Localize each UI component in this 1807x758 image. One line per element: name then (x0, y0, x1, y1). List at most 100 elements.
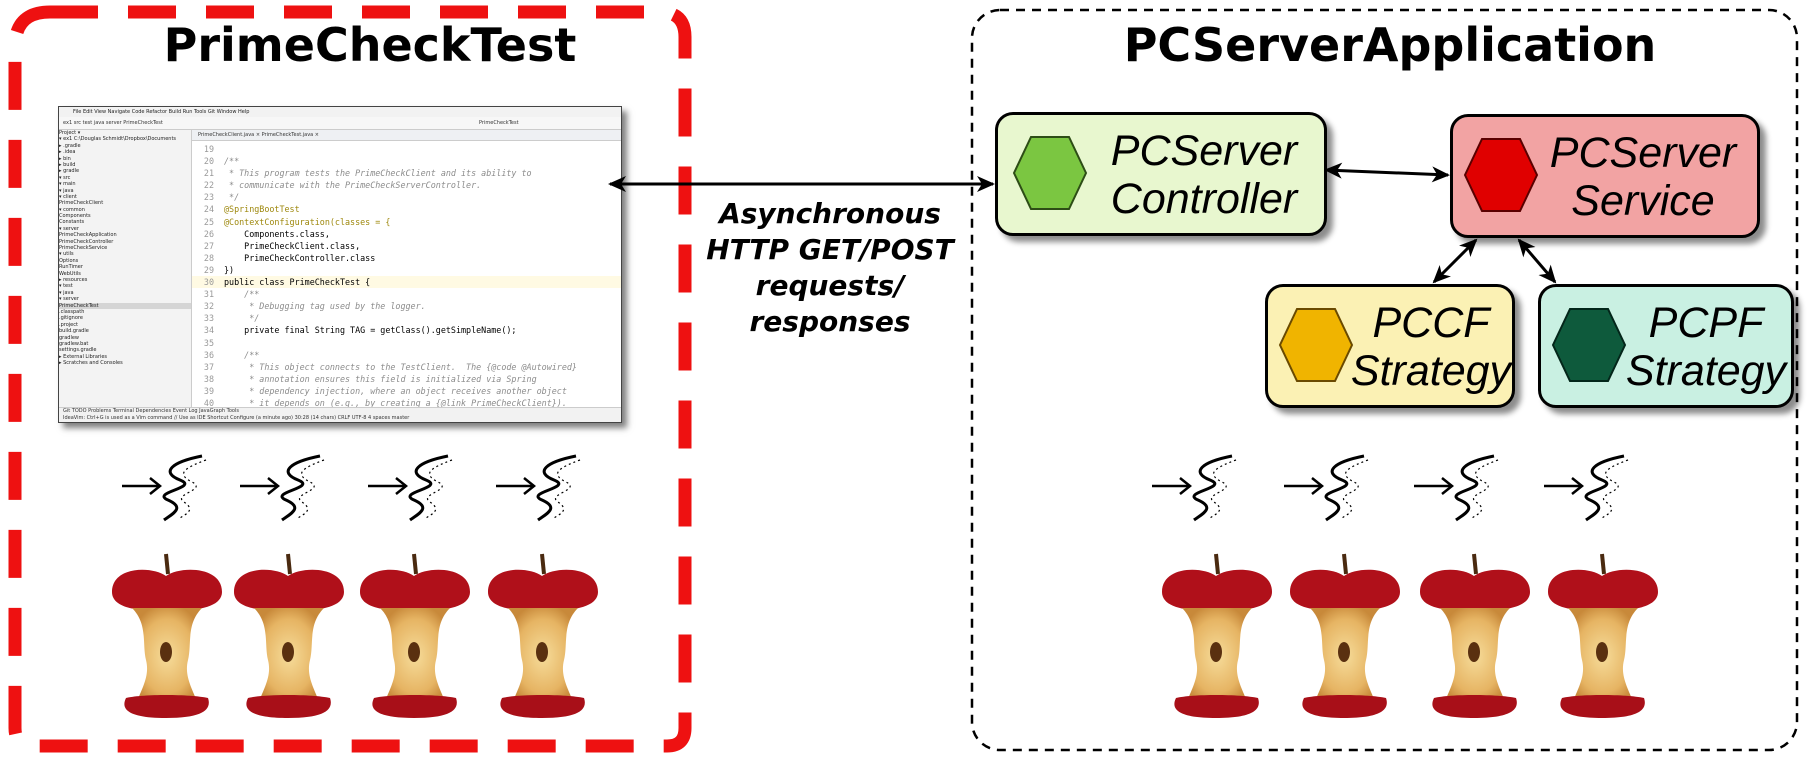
ide-tree-row[interactable]: ▸ External Libraries (59, 353, 108, 360)
ide-tree-row[interactable]: gradlew.bat (59, 340, 89, 347)
ide-tree-row[interactable]: Options (59, 257, 79, 264)
code-line: 25@ContextConfiguration(classes = { (192, 216, 621, 228)
ide-tree-row[interactable]: ▾ utils (59, 251, 74, 258)
controller-label-line2: Controller (1110, 175, 1298, 223)
code-line: 26 Components.class, (192, 228, 621, 240)
line-number: 27 (203, 240, 214, 251)
code-line: 40 * it depends on (e.g., by creating a … (192, 397, 621, 409)
line-number: 20 (203, 156, 214, 167)
ide-tree-row[interactable]: PrimeCheckController (59, 238, 114, 245)
ide-tree-row[interactable]: PrimeCheckClient (59, 200, 104, 207)
pccf-strategy-box: PCCF Strategy (1265, 284, 1515, 408)
pccf-hexagon-icon (1278, 308, 1354, 382)
thread-icon (1414, 454, 1499, 522)
ide-tree-row[interactable]: RunTimer (59, 264, 83, 271)
code-line: 22 * communicate with the PrimeCheckServ… (192, 179, 621, 191)
arrow-label-line3: requests/ (755, 269, 905, 302)
thread-icon (240, 454, 325, 522)
line-number: 26 (203, 228, 214, 239)
ide-tree-row[interactable]: ▸ resources (59, 276, 88, 283)
ide-tree-row[interactable]: ▾ java (59, 289, 74, 296)
ide-tree-list: Project ▾▾ ex1 C:\Douglas Schmidt\Dropbo… (59, 130, 191, 366)
controller-label: PCServer Controller (1094, 127, 1314, 223)
ide-tree-row[interactable]: ▸ build (59, 161, 76, 168)
thread-icon (1544, 454, 1629, 522)
ide-tree-row[interactable]: ▾ server (59, 225, 79, 232)
code-line: 29}) (192, 264, 621, 276)
right-panel-border (970, 8, 1799, 752)
ide-breadcrumb: ex1 src test java server PrimeCheckTest (63, 120, 163, 126)
ide-tree-row[interactable]: ▾ main (59, 181, 76, 188)
apple-core-icon (488, 553, 598, 718)
ide-tree-row[interactable]: PrimeCheckTest (59, 302, 191, 309)
code-text: * This object connects to the TestClient… (224, 361, 577, 372)
controller-hexagon-icon (1012, 136, 1088, 210)
ide-tree-row[interactable]: Project ▾ (59, 130, 81, 136)
ide-tree-row[interactable]: ▾ java (59, 187, 74, 194)
code-line: 20/** (192, 155, 621, 167)
code-line: 24@SpringBootTest (192, 203, 621, 215)
thread-icon (496, 454, 581, 522)
ide-tree-row[interactable]: Components (59, 213, 91, 220)
ide-tree-row[interactable]: ▾ server (59, 296, 79, 303)
ide-tree-row[interactable]: ▾ common (59, 206, 85, 213)
code-text: public class PrimeCheckTest { (224, 277, 371, 288)
ide-tree-row[interactable]: .project (59, 321, 78, 328)
ide-tree-row[interactable]: ▾ client (59, 193, 77, 200)
ide-tree-row[interactable]: .classpath (59, 308, 85, 315)
code-text: /** (224, 349, 260, 360)
code-text: * communicate with the PrimeCheckServerC… (224, 180, 482, 191)
code-line: 34 private final String TAG = getClass()… (192, 324, 621, 336)
service-label-line1: PCServer (1549, 129, 1737, 177)
controller-box: PCServer Controller (995, 112, 1327, 236)
ide-tree-row[interactable]: ▸ gradle (59, 168, 80, 175)
arrow-label-line1: Asynchronous (719, 197, 941, 230)
ide-tree-row[interactable]: ▾ src (59, 174, 71, 181)
line-number: 23 (203, 192, 214, 203)
ide-tree-row[interactable]: ▾ ex1 C:\Douglas Schmidt\Dropbox\Documen… (59, 136, 177, 143)
code-text: private final String TAG = getClass().ge… (224, 325, 517, 336)
ide-tree-row[interactable]: WebUtils (59, 270, 81, 277)
ide-tree-row[interactable]: ▸ .idea (59, 149, 76, 156)
line-number: 37 (203, 361, 214, 372)
apple-core-icon (1548, 553, 1658, 718)
code-line: 32 * Debugging tag used by the logger. (192, 300, 621, 312)
code-text: * Debugging tag used by the logger. (224, 301, 426, 312)
ide-tree-row[interactable]: ▸ bin (59, 155, 71, 162)
line-number: 33 (203, 313, 214, 324)
pccf-label-line1: PCCF (1372, 299, 1490, 347)
line-number: 22 (203, 180, 214, 191)
left-panel-title: PrimeCheckTest (163, 18, 577, 72)
ide-tree-row[interactable]: settings.gradle (59, 347, 97, 354)
apple-core-icon (360, 553, 470, 718)
pcpf-label-line1: PCPF (1648, 299, 1764, 347)
service-pcpf-arrow (1517, 238, 1557, 284)
ide-tree-row[interactable]: .gitignore (59, 315, 83, 322)
line-number: 24 (203, 204, 214, 215)
code-text: PrimeCheckClient.class, (224, 240, 361, 251)
ide-bottom-tabs: Git TODO Problems Terminal Dependencies … (63, 408, 239, 414)
code-line: 27 PrimeCheckClient.class, (192, 240, 621, 252)
ide-tree-row[interactable]: ▾ test (59, 283, 73, 290)
line-number: 32 (203, 301, 214, 312)
ide-status-text: IdeaVim: Ctrl+G is used as a Vim command… (63, 415, 410, 421)
code-text: */ (224, 192, 240, 203)
ide-tree-row[interactable]: ▸ .gradle (59, 142, 81, 149)
pcpf-hexagon-icon (1551, 308, 1627, 382)
code-text: @ContextConfiguration(classes = { (224, 216, 391, 227)
ide-tree-row[interactable]: ▸ Scratches and Consoles (59, 360, 123, 367)
ide-run-config: PrimeCheckTest (479, 120, 519, 126)
ide-tree-row[interactable]: gradlew (59, 334, 80, 341)
ide-tree-row[interactable]: build.gradle (59, 328, 89, 335)
code-text: * This program tests the PrimeCheckClien… (224, 168, 532, 179)
left-panel-dashed-outline (8, 5, 692, 753)
line-number: 28 (203, 252, 214, 263)
ide-tree-row[interactable]: Constants (59, 219, 85, 226)
ide-tree-row[interactable]: PrimeCheckService (59, 245, 108, 252)
thread-icon (1152, 454, 1237, 522)
ide-tree-row[interactable]: PrimeCheckApplication (59, 232, 117, 239)
ide-menubar: File Edit View Navigate Code Refactor Bu… (59, 107, 621, 117)
arrow-label-line2: HTTP GET/POST (706, 233, 954, 266)
